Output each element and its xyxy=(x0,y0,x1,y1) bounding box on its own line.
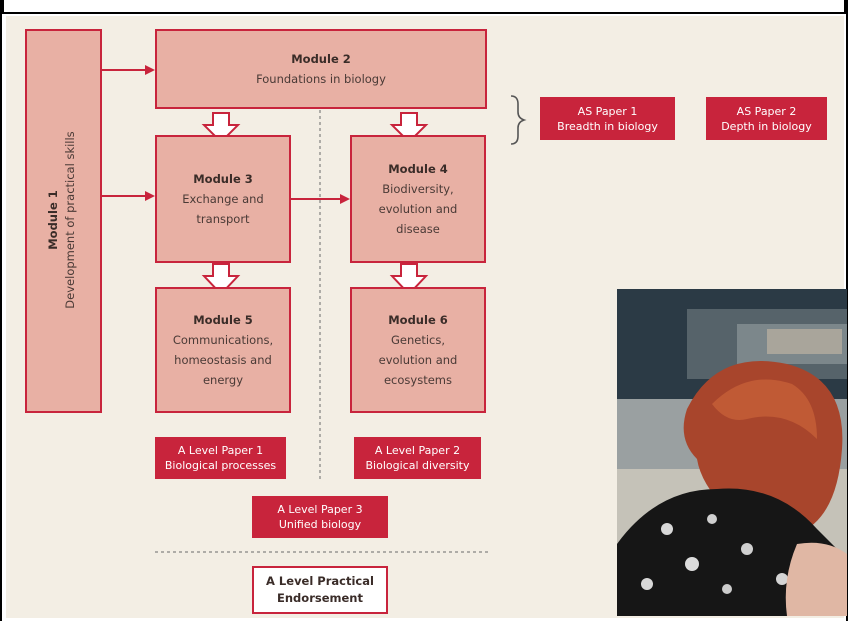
module-4-box: Module 4 Biodiversity, evolution and dis… xyxy=(350,135,486,263)
as-paper-2-subtitle: Depth in biology xyxy=(721,119,812,133)
module-6-title: Module 6 xyxy=(388,313,448,327)
a-level-paper-1-label: A Level Paper 1 Biological processes xyxy=(155,437,286,479)
curly-brace xyxy=(510,95,527,145)
module-2-box: Module 2 Foundations in biology xyxy=(155,29,487,109)
module-1-label: Module 1 Development of practical skills xyxy=(45,125,85,315)
a-level-paper-3-subtitle: Unified biology xyxy=(278,518,362,531)
module-2-title: Module 2 xyxy=(291,52,351,66)
down-arrow-m4-m6 xyxy=(389,263,429,296)
module-5-desc: Communications, homeostasis and energy xyxy=(172,333,274,387)
down-arrow-m2-m3 xyxy=(201,112,241,144)
a-level-paper-1-subtitle: Biological processes xyxy=(164,459,277,472)
arrowhead-m1-to-m3 xyxy=(145,191,155,201)
module-2-desc: Foundations in biology xyxy=(256,72,386,86)
module-1-desc: Development of practical skills xyxy=(63,131,77,309)
frame-right-border xyxy=(846,0,848,621)
a-level-paper-3-label: A Level Paper 3 Unified biology xyxy=(252,496,388,538)
a-level-paper-2-name: A Level Paper 2 xyxy=(374,444,461,457)
module-1-title: Module 1 xyxy=(46,190,60,250)
arrowhead-m1-to-m2 xyxy=(145,65,155,75)
module-5-box: Module 5 Communications, homeostasis and… xyxy=(155,287,291,413)
practical-endorsement-line1: A Level Practical xyxy=(266,574,374,588)
module-3-box: Module 3 Exchange and transport xyxy=(155,135,291,263)
module-4-title: Module 4 xyxy=(388,162,448,176)
as-paper-2-name: AS Paper 2 xyxy=(736,104,797,118)
practical-endorsement-box: A Level Practical Endorsement xyxy=(252,566,388,614)
a-level-paper-2-label: A Level Paper 2 Biological diversity xyxy=(354,437,481,479)
module-4-desc: Biodiversity, evolution and disease xyxy=(378,182,458,236)
module-1-box xyxy=(25,29,102,413)
as-paper-2-label: AS Paper 2 Depth in biology xyxy=(706,97,827,140)
practical-endorsement-line2: Endorsement xyxy=(277,591,363,605)
a-level-paper-2-subtitle: Biological diversity xyxy=(365,459,470,472)
webcam-photo xyxy=(617,289,847,616)
a-level-paper-3-name: A Level Paper 3 xyxy=(277,503,363,516)
module-5-title: Module 5 xyxy=(193,313,253,327)
a-level-paper-1-name: A Level Paper 1 xyxy=(177,444,264,457)
top-bar xyxy=(2,0,846,14)
down-arrow-m3-m5 xyxy=(201,263,241,296)
frame-left-border xyxy=(0,0,2,621)
as-paper-1-subtitle: Breadth in biology xyxy=(557,119,658,133)
module-6-box: Module 6 Genetics, evolution and ecosyst… xyxy=(350,287,486,413)
as-paper-1-label: AS Paper 1 Breadth in biology xyxy=(540,97,675,140)
arrowhead-m3-to-m4 xyxy=(340,194,350,204)
down-arrow-m2-m4 xyxy=(389,112,429,144)
as-paper-1-name: AS Paper 1 xyxy=(577,104,638,118)
module-3-desc: Exchange and transport xyxy=(182,192,264,226)
module-3-title: Module 3 xyxy=(193,172,253,186)
module-6-desc: Genetics, evolution and ecosystems xyxy=(378,333,458,387)
